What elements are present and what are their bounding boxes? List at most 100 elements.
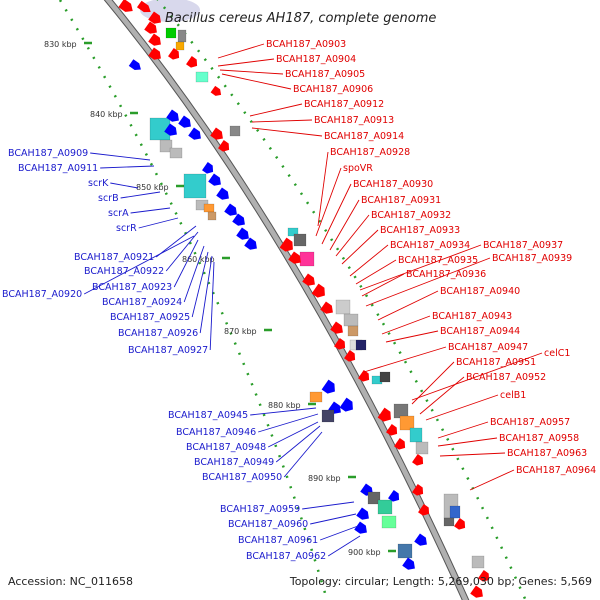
gene-label-forward: BCAH187_A0939 <box>492 253 572 264</box>
gene-label-forward: BCAH187_A0930 <box>353 179 433 190</box>
gene-arrow <box>354 521 367 534</box>
tick-ring-inner <box>58 0 329 600</box>
gene-label-reverse: scrA <box>108 208 129 219</box>
leader-line <box>469 469 515 491</box>
gene-label-forward: BCAH187_A0952 <box>466 372 546 383</box>
leader-line <box>317 151 329 227</box>
gene-arrow <box>302 273 315 286</box>
scale-label: 900 kbp <box>348 548 381 557</box>
gene-arrow <box>218 140 230 152</box>
leader-line <box>310 513 357 525</box>
gene-label-reverse: BCAH187_A0924 <box>102 297 182 308</box>
scale-label: 870 kbp <box>224 327 257 336</box>
gene-box <box>207 211 217 221</box>
gene-box <box>377 499 393 515</box>
leader-line <box>320 525 359 541</box>
map-title: Bacillus cereus AH187, complete genome <box>165 11 436 26</box>
gene-arrow <box>344 350 356 362</box>
gene-arrow <box>148 11 161 24</box>
topology-label: Topology: circular; Length: 5,269,030 bp… <box>289 575 592 588</box>
gene-label-forward: celC1 <box>544 348 570 359</box>
gene-label-forward: BCAH187_A0913 <box>314 115 394 126</box>
leader-line <box>419 376 465 415</box>
leader-line <box>138 217 179 229</box>
gene-label-forward: BCAH187_A0933 <box>380 225 460 236</box>
gene-label-forward: BCAH187_A0947 <box>448 342 528 353</box>
scale-label: 830 kbp <box>44 40 77 49</box>
gene-box <box>321 409 335 423</box>
gene-box <box>183 173 207 199</box>
gene-box <box>309 391 323 403</box>
gene-arrow <box>454 518 466 530</box>
gene-arrow <box>118 0 133 12</box>
gene-arrow <box>358 370 370 382</box>
scale-label: 860 kbp <box>182 255 215 264</box>
gene-arrow <box>478 570 490 582</box>
gene-label-reverse: BCAH187_A0921 <box>74 252 154 263</box>
leader-line <box>130 207 171 214</box>
gene-label-reverse: scrB <box>98 193 119 204</box>
gene-box <box>287 227 299 237</box>
gene-box <box>177 29 187 43</box>
gene-label-reverse: BCAH187_A0948 <box>186 442 266 453</box>
leader-line <box>437 437 498 447</box>
leader-line <box>363 346 447 373</box>
gene-label-forward: BCAH187_A0958 <box>499 433 579 444</box>
gene-box <box>343 313 359 327</box>
leader-line <box>385 330 439 343</box>
leader-line <box>439 452 506 457</box>
leader-line <box>83 235 195 295</box>
leader-line <box>355 259 397 285</box>
backbone <box>104 0 469 600</box>
gene-arrow <box>210 85 222 96</box>
leader-line <box>437 421 489 439</box>
leader-line <box>321 183 352 245</box>
leader-line <box>302 501 355 510</box>
label-leaders <box>83 43 543 557</box>
gene-label-reverse: scrK <box>88 178 109 189</box>
gene-label-reverse: BCAH187_A0923 <box>92 282 172 293</box>
gene-label-reverse: BCAH187_A0960 <box>228 519 308 530</box>
gene-arrow <box>321 379 335 394</box>
gene-arrow <box>339 397 353 412</box>
gene-box <box>397 543 413 559</box>
leader-line <box>425 394 499 421</box>
gene-arrow <box>186 56 198 68</box>
gene-box <box>165 27 177 39</box>
gene-box <box>195 71 209 83</box>
gene-label-reverse: scrR <box>116 223 137 234</box>
gene-label-reverse: BCAH187_A0949 <box>194 457 274 468</box>
leader-line <box>191 251 209 318</box>
leader-line <box>120 191 161 199</box>
gene-box <box>381 515 397 529</box>
leader-line <box>209 261 215 351</box>
gene-arrow <box>148 47 161 60</box>
leader-line <box>199 255 213 334</box>
gene-label-reverse: BCAH187_A0922 <box>84 266 164 277</box>
gene-arrow <box>202 162 214 174</box>
gene-label-forward: BCAH187_A0934 <box>390 240 470 251</box>
gene-label-reverse: BCAH187_A0920 <box>2 289 82 300</box>
gene-box <box>449 505 461 519</box>
leader-line <box>183 245 205 303</box>
accession-label: Accession: NC_011658 <box>8 575 133 588</box>
gene-box <box>159 139 173 153</box>
gene-arrow <box>210 127 223 140</box>
leader-line <box>315 167 342 237</box>
gene-arrow <box>414 533 427 546</box>
scale-label: 840 kbp <box>90 110 123 119</box>
gene-box <box>335 299 351 315</box>
gene-box <box>409 427 423 443</box>
gene-label-reverse: BCAH187_A0946 <box>176 427 256 438</box>
gene-arrow <box>224 203 237 216</box>
leader-line <box>258 413 319 433</box>
scale-labels: 830 kbp 840 kbp 850 kbp 860 kbp 870 kbp 880 k… <box>44 40 396 557</box>
gene-label-reverse: BCAH187_A0961 <box>238 535 318 546</box>
scale-label: 850 kbp <box>136 183 169 192</box>
gene-arrow <box>188 127 201 140</box>
scale-label: 880 kbp <box>268 401 301 410</box>
gene-label-forward: BCAH187_A0932 <box>371 210 451 221</box>
gene-arrow <box>334 338 346 350</box>
gene-arrow <box>236 227 249 240</box>
